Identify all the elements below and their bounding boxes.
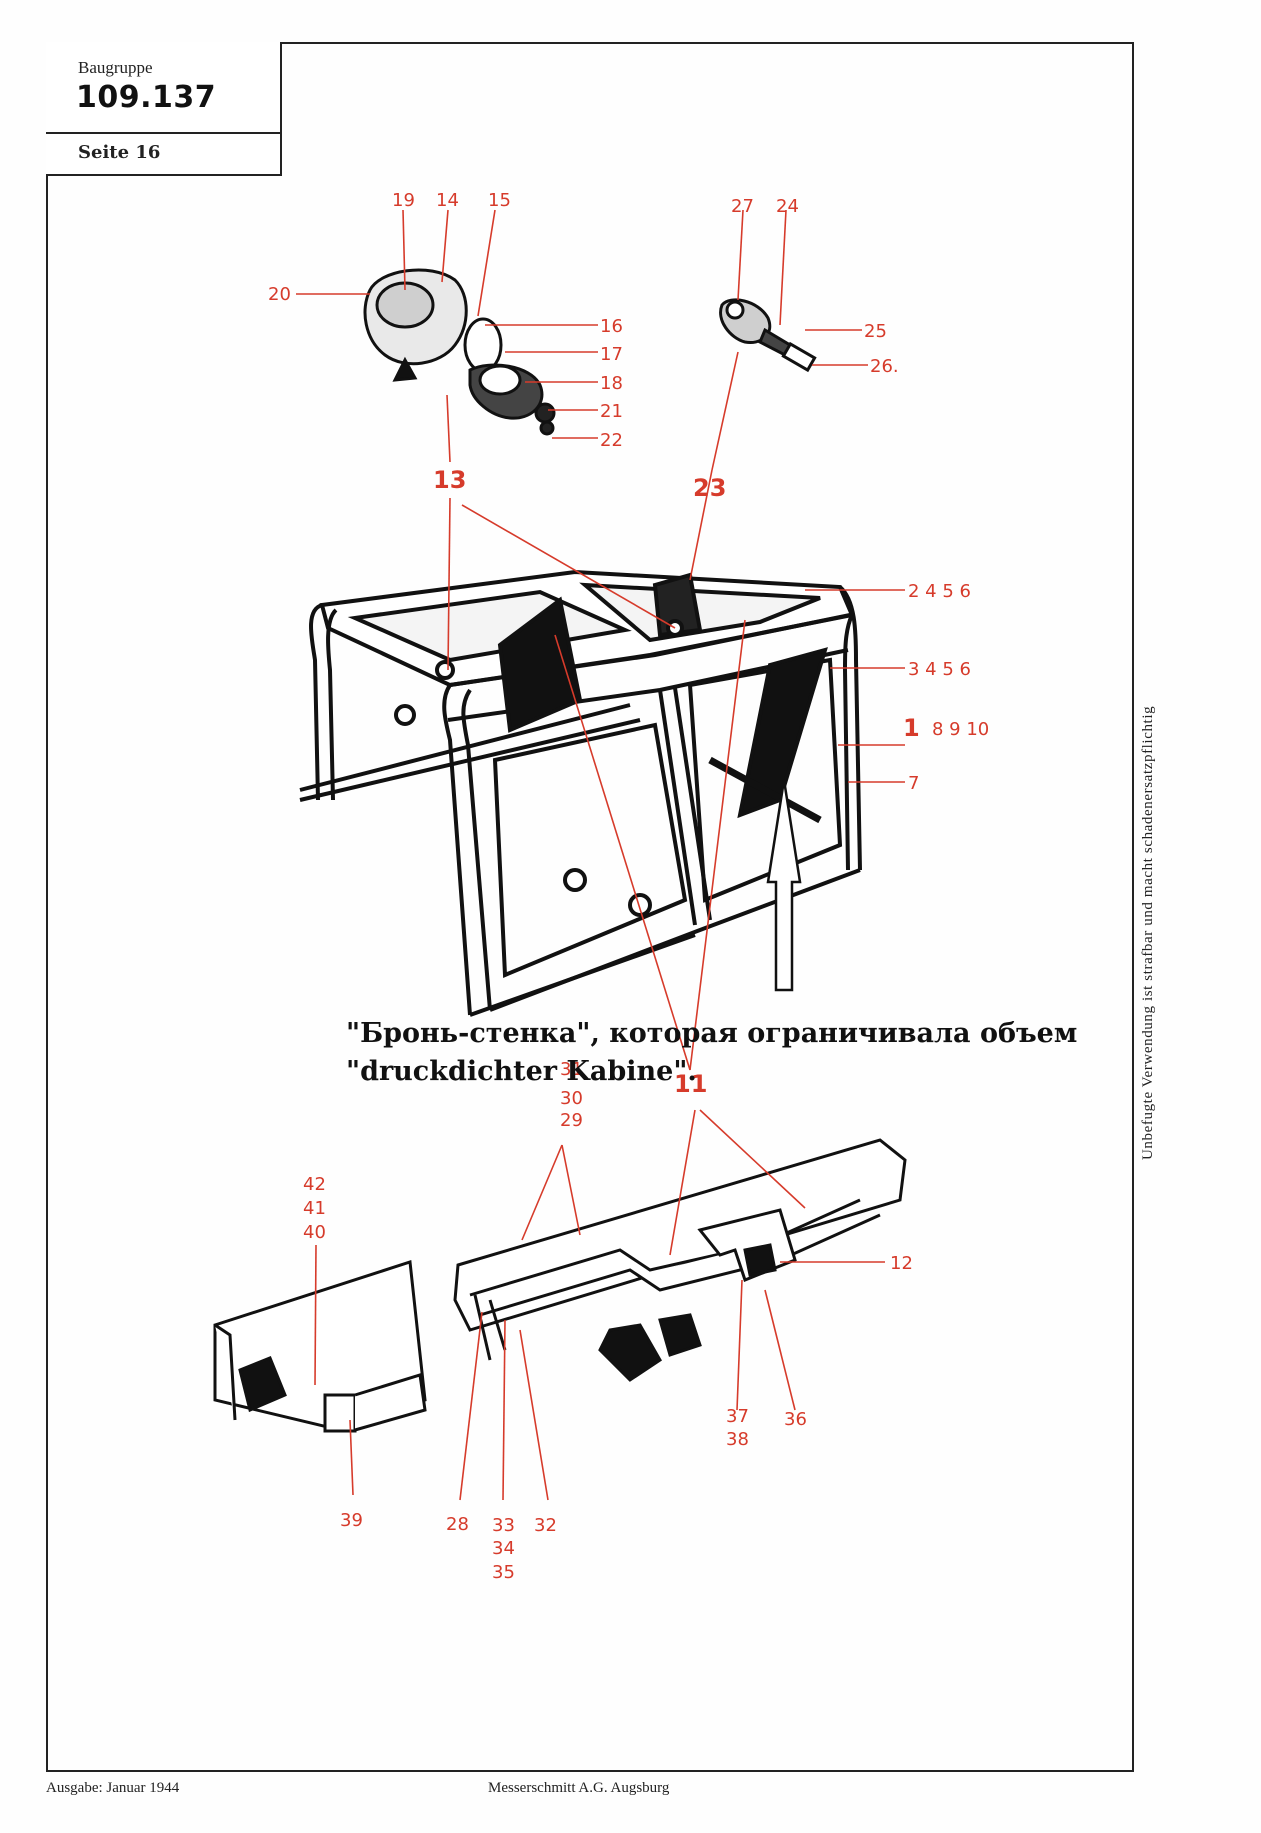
footer-edition: Ausgabe: Januar 1944: [46, 1780, 180, 1796]
pin-assembly: [719, 298, 817, 373]
group-number: 109.137: [76, 80, 217, 115]
callout-labels: 19 14 15 20 16 17 18 21 22 27 24 25 26. …: [268, 190, 989, 1583]
callout-3-4-5-6: 3 4 5 6: [908, 659, 971, 680]
callout-26: 26.: [870, 356, 899, 377]
callout-1: 1: [903, 714, 920, 742]
callout-19: 19: [392, 190, 415, 211]
callout-30: 30: [560, 1088, 583, 1109]
callout-37: 37: [726, 1406, 749, 1427]
callout-21: 21: [600, 401, 623, 422]
page-number: Seite 16: [78, 142, 161, 163]
callout-38: 38: [726, 1429, 749, 1450]
annotation-line-2: "druckdichter Kabine".: [346, 1056, 697, 1087]
footer-publisher: Messerschmitt A.G. Augsburg: [488, 1780, 670, 1796]
callout-20: 20: [268, 284, 291, 305]
cockpit-frame: [299, 569, 862, 1017]
callout-7: 7: [908, 773, 919, 794]
callout-24: 24: [776, 196, 799, 217]
title-block-divider: [46, 132, 280, 134]
callout-36: 36: [784, 1409, 807, 1430]
callout-12: 12: [890, 1253, 913, 1274]
annotation-caption: "Бронь-стенка", которая ограничивала объ…: [346, 1015, 1126, 1091]
group-label: Baugruppe: [78, 58, 153, 77]
callout-42: 42: [303, 1174, 326, 1195]
callout-34: 34: [492, 1538, 515, 1559]
callout-2-4-5-6: 2 4 5 6: [908, 581, 971, 602]
callout-32: 32: [534, 1515, 557, 1536]
callout-39: 39: [340, 1510, 363, 1531]
callout-40: 40: [303, 1222, 326, 1243]
callout-23: 23: [693, 474, 726, 502]
callout-11: 11: [674, 1070, 707, 1098]
rail-section-left: [213, 1260, 427, 1433]
leader-lines: [296, 209, 905, 1501]
page-border: [46, 42, 1134, 1772]
callout-15: 15: [488, 190, 511, 211]
callout-31: 31: [560, 1059, 583, 1080]
callout-25: 25: [864, 321, 887, 342]
callout-17: 17: [600, 344, 623, 365]
rail-section-right: [453, 1138, 907, 1382]
up-arrow-icon: [766, 779, 802, 992]
callout-13: 13: [433, 466, 466, 494]
callout-18: 18: [600, 373, 623, 394]
callout-27: 27: [731, 196, 754, 217]
callout-33: 33: [492, 1515, 515, 1536]
callout-41: 41: [303, 1198, 326, 1219]
callout-16: 16: [600, 316, 623, 337]
callout-35: 35: [492, 1562, 515, 1583]
title-block: Baugruppe 109.137 Seite 16: [46, 42, 282, 176]
copyright-side-note: Unbefugte Verwendung ist strafbar und ma…: [1140, 705, 1156, 1160]
callout-22: 22: [600, 430, 623, 451]
handle-assembly: [363, 268, 556, 436]
annotation-line-1: "Бронь-стенка", которая ограничивала объ…: [346, 1018, 1078, 1049]
callout-29: 29: [560, 1110, 583, 1131]
callout-14: 14: [436, 190, 459, 211]
callout-28: 28: [446, 1514, 469, 1535]
callout-8-9-10: 8 9 10: [932, 719, 989, 740]
